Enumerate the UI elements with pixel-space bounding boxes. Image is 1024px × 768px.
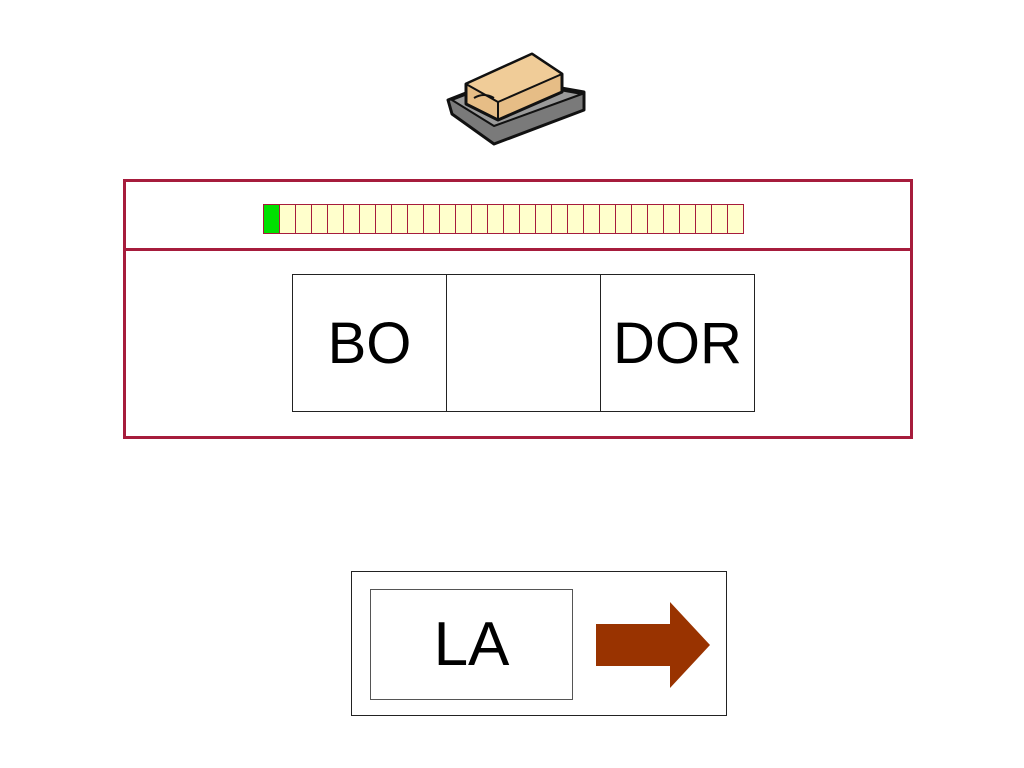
progress-cell-empty — [343, 204, 360, 234]
progress-cell-empty — [727, 204, 744, 234]
progress-cell-empty — [487, 204, 504, 234]
progress-cell-empty — [599, 204, 616, 234]
progress-cell-empty — [567, 204, 584, 234]
progress-cell-empty — [535, 204, 552, 234]
progress-cell-empty — [471, 204, 488, 234]
syllable-option-tile[interactable]: LA — [370, 589, 573, 700]
progress-cell-empty — [423, 204, 440, 234]
progress-cell-empty — [295, 204, 312, 234]
progress-cell-empty — [311, 204, 328, 234]
progress-cell-empty — [647, 204, 664, 234]
progress-cell-empty — [631, 204, 648, 234]
progress-cell-empty — [711, 204, 728, 234]
progress-cell-empty — [695, 204, 712, 234]
answer-card: LA — [351, 571, 727, 716]
progress-cell-empty — [679, 204, 696, 234]
arrow-right-icon[interactable] — [594, 602, 712, 688]
progress-bar — [263, 204, 744, 234]
progress-cell-empty — [615, 204, 632, 234]
progress-cell-empty — [583, 204, 600, 234]
progress-cell-empty — [503, 204, 520, 234]
progress-cell-filled — [263, 204, 280, 234]
panel-divider — [126, 248, 910, 251]
syllable-row: BO DOR — [292, 274, 755, 412]
progress-cell-empty — [551, 204, 568, 234]
eraser-icon[interactable] — [444, 48, 588, 148]
progress-cell-empty — [327, 204, 344, 234]
progress-cell-empty — [359, 204, 376, 234]
word-panel: BO DOR — [123, 179, 913, 439]
progress-cell-empty — [279, 204, 296, 234]
progress-cell-empty — [519, 204, 536, 234]
syllable-slot-3: DOR — [600, 274, 755, 412]
progress-cell-empty — [375, 204, 392, 234]
progress-cell-empty — [663, 204, 680, 234]
syllable-slot-blank[interactable] — [446, 274, 601, 412]
progress-cell-empty — [407, 204, 424, 234]
syllable-slot-1: BO — [292, 274, 447, 412]
progress-cell-empty — [439, 204, 456, 234]
progress-cell-empty — [455, 204, 472, 234]
progress-cell-empty — [391, 204, 408, 234]
